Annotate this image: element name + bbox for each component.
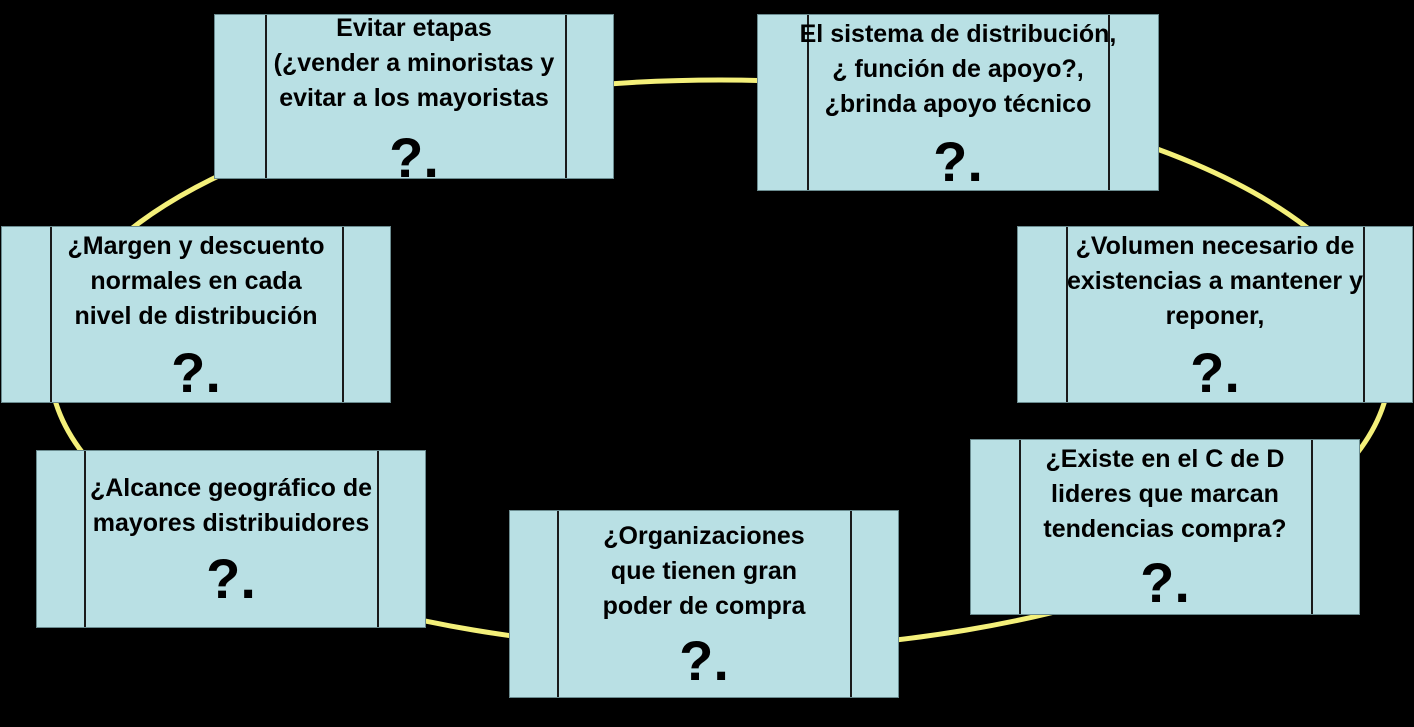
question-mark: ?. (389, 126, 439, 189)
box-bar-right (1108, 15, 1110, 190)
question-mark: ?. (1190, 341, 1240, 404)
node-text: ¿Volumen necesario de existencias a mant… (1067, 232, 1363, 330)
node-existe-lideres: ¿Existe en el C de D lideres que marcan … (970, 439, 1360, 615)
node-volumen-existencias: ¿Volumen necesario de existencias a mant… (1017, 226, 1413, 403)
node-alcance-geografico: ¿Alcance geográfico de mayores distribui… (36, 450, 426, 628)
box-bar-right (850, 511, 852, 697)
node-sistema-distribucion: El sistema de distribución, ¿ función de… (757, 14, 1159, 191)
node-text: ¿Existe en el C de D lideres que marcan … (1043, 445, 1287, 543)
box-bar-left (50, 227, 52, 402)
node-text: ¿Alcance geográfico de mayores distribui… (89, 474, 373, 537)
node-text: Evitar etapas (¿vender a minoristas y ev… (273, 14, 555, 112)
box-bar-right (377, 451, 379, 627)
box-bar-left (807, 15, 809, 190)
box-bar-left (1066, 227, 1068, 402)
box-bar-left (265, 15, 267, 178)
node-margen-descuento: ¿Margen y descuento normales en cada niv… (1, 226, 391, 403)
question-mark: ?. (679, 629, 729, 692)
box-bar-left (1019, 440, 1021, 614)
box-bar-right (565, 15, 567, 178)
box-bar-right (342, 227, 344, 402)
question-mark: ?. (1140, 551, 1190, 614)
box-bar-right (1311, 440, 1313, 614)
question-mark: ?. (206, 547, 256, 610)
box-bar-left (84, 451, 86, 627)
node-text: El sistema de distribución, ¿ función de… (799, 20, 1117, 118)
box-bar-left (557, 511, 559, 697)
node-evitar-etapas: Evitar etapas (¿vender a minoristas y ev… (214, 14, 614, 186)
box-bar-right (1363, 227, 1365, 402)
node-organizaciones: ¿Organizaciones que tienen gran poder de… (509, 510, 899, 698)
node-text: ¿Organizaciones que tienen gran poder de… (602, 522, 806, 620)
question-mark: ?. (171, 341, 221, 404)
question-mark: ?. (933, 130, 983, 193)
node-text: ¿Margen y descuento normales en cada niv… (67, 232, 325, 330)
